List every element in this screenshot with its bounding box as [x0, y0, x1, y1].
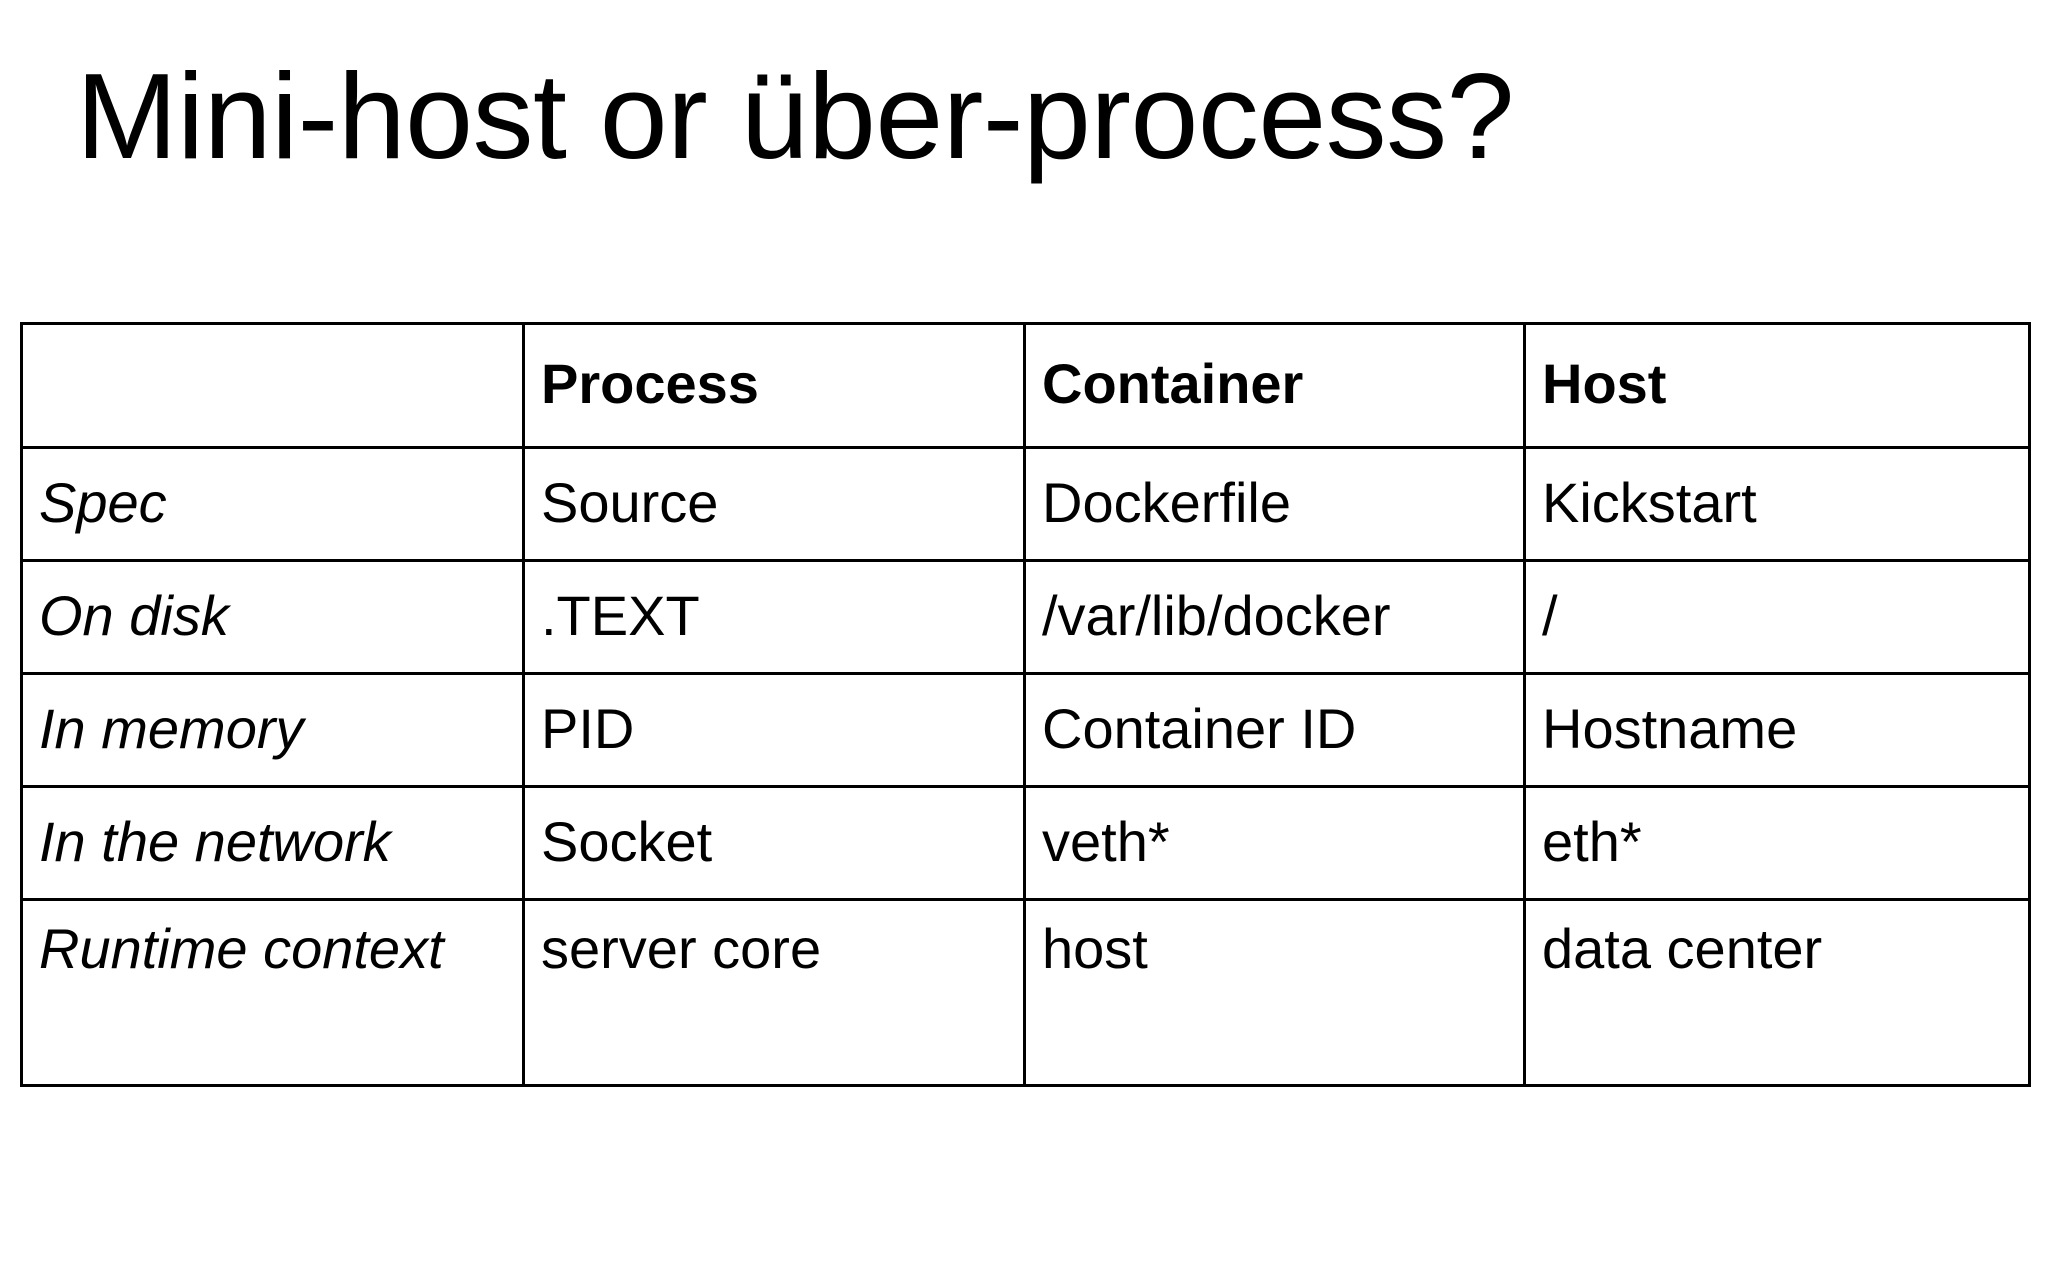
cell-in-memory-container: Container ID: [1023, 672, 1526, 788]
table-row: On disk .TEXT /var/lib/docker /: [20, 559, 2031, 675]
cell-runtime-context-container: host: [1023, 898, 1526, 1087]
table-corner-cell: [20, 322, 525, 449]
row-label-runtime-context: Runtime context: [20, 898, 525, 1087]
table-row: Runtime context server core host data ce…: [20, 898, 2031, 1087]
cell-spec-container: Dockerfile: [1023, 446, 1526, 562]
page-title: Mini-host or über-process?: [76, 48, 1515, 184]
row-label-on-disk: On disk: [20, 559, 525, 675]
cell-on-disk-process: .TEXT: [522, 559, 1026, 675]
comparison-table: Process Container Host Spec Source Docke…: [20, 322, 2031, 1087]
cell-runtime-context-host: data center: [1523, 898, 2031, 1087]
cell-in-memory-host: Hostname: [1523, 672, 2031, 788]
table-header-row: Process Container Host: [20, 322, 2031, 449]
cell-on-disk-host: /: [1523, 559, 2031, 675]
cell-spec-process: Source: [522, 446, 1026, 562]
row-label-spec: Spec: [20, 446, 525, 562]
cell-on-disk-container: /var/lib/docker: [1023, 559, 1526, 675]
row-label-in-the-network: In the network: [20, 785, 525, 901]
table-row: In memory PID Container ID Hostname: [20, 672, 2031, 788]
comparison-table-container: Process Container Host Spec Source Docke…: [20, 322, 2031, 1087]
column-header-container: Container: [1023, 322, 1526, 449]
cell-runtime-context-process: server core: [522, 898, 1026, 1087]
cell-in-the-network-host: eth*: [1523, 785, 2031, 901]
cell-in-the-network-container: veth*: [1023, 785, 1526, 901]
cell-in-the-network-process: Socket: [522, 785, 1026, 901]
cell-spec-host: Kickstart: [1523, 446, 2031, 562]
table-row: In the network Socket veth* eth*: [20, 785, 2031, 901]
column-header-process: Process: [522, 322, 1026, 449]
cell-in-memory-process: PID: [522, 672, 1026, 788]
column-header-host: Host: [1523, 322, 2031, 449]
table-row: Spec Source Dockerfile Kickstart: [20, 446, 2031, 562]
row-label-in-memory: In memory: [20, 672, 525, 788]
